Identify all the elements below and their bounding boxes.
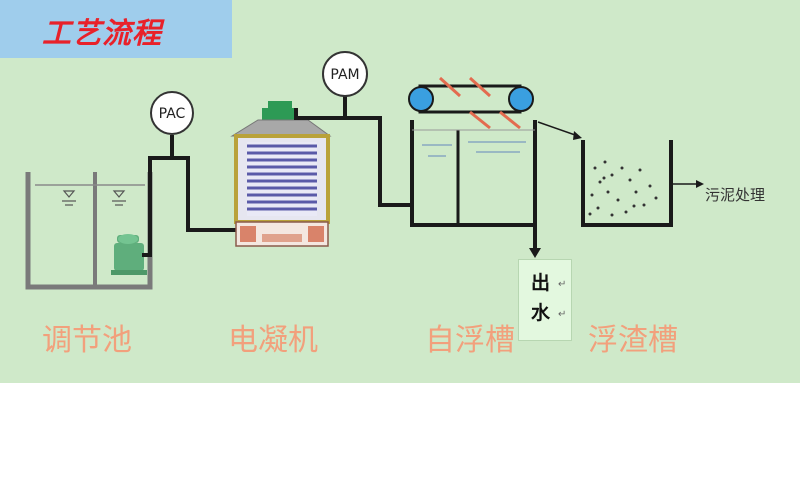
stage-label-scum-tank: 浮渣槽 — [588, 323, 678, 358]
stage-label-flotation-tank: 自浮槽 — [425, 323, 515, 358]
conveyor-icon — [408, 76, 534, 130]
stage-label-electrocoagulator: 电凝机 — [228, 323, 318, 358]
flow-arrow-icon — [529, 225, 541, 258]
flotation-tank — [410, 120, 537, 227]
page-title: 工艺流程 — [42, 16, 163, 50]
pac-label: PAC — [158, 106, 186, 122]
pam-label: PAM — [330, 67, 360, 83]
title-banner: 工艺流程 — [0, 0, 232, 58]
return-mark: ↵ — [558, 309, 567, 320]
water-level-icon — [62, 190, 126, 206]
process-flow-diagram — [25, 51, 704, 290]
outflow-label-box: 出 ↵ 水 ↵ — [518, 259, 572, 341]
return-mark: ↵ — [558, 279, 567, 290]
electrode-stack — [247, 142, 317, 216]
gauge-icon — [322, 51, 368, 97]
flow-arrow-icon — [673, 180, 704, 188]
outflow-char-1: 出 — [531, 272, 551, 294]
gauge-icon — [150, 91, 194, 135]
outflow-char-2: 水 — [531, 302, 551, 324]
sludge-treatment-label: 污泥处理 — [705, 186, 766, 204]
diagram-background — [0, 0, 800, 383]
pump-icon — [111, 234, 147, 275]
scum-tank — [581, 140, 673, 227]
stage-label-regulation-tank: 调节池 — [42, 323, 132, 358]
pipe-line — [142, 135, 240, 257]
flow-arrow-icon — [537, 121, 582, 140]
electrocoagulator-icon — [230, 101, 332, 247]
pipe-line — [294, 96, 412, 207]
